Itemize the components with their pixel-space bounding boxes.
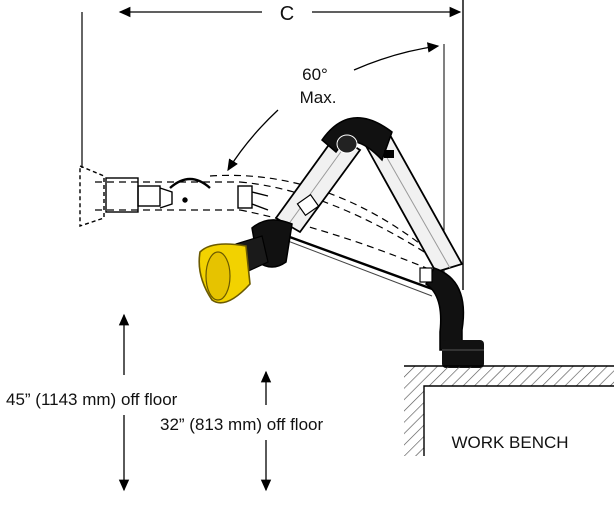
height-45: 45” (1143 mm) off floor bbox=[6, 313, 178, 492]
work-bench: WORK BENCH bbox=[404, 365, 614, 456]
angle-qualifier: Max. bbox=[300, 88, 337, 107]
bench-side-hatch bbox=[404, 386, 424, 456]
height-32-label: 32” (813 mm) off floor bbox=[160, 415, 323, 434]
height-45-label: 45” (1143 mm) off floor bbox=[6, 390, 178, 409]
bench-outline bbox=[423, 385, 614, 456]
mask-patch bbox=[84, 30, 190, 42]
angle-value: 60° bbox=[302, 65, 328, 84]
extraction-arm bbox=[198, 117, 484, 368]
height-32: 32” (813 mm) off floor bbox=[160, 370, 323, 492]
dimension-c-label: C bbox=[280, 3, 294, 25]
bench-label: WORK BENCH bbox=[451, 433, 568, 452]
top-joint bbox=[336, 134, 358, 154]
arm-base bbox=[442, 340, 484, 368]
hood-opening bbox=[205, 251, 231, 301]
dashed-retracted-positions bbox=[95, 174, 441, 273]
bench-top-hatch bbox=[404, 366, 614, 386]
angle-arc-upper bbox=[353, 42, 440, 71]
retracted-arm-outline bbox=[79, 164, 269, 227]
dimension-c: C bbox=[81, 0, 464, 290]
angle-arc-lower bbox=[227, 109, 279, 172]
